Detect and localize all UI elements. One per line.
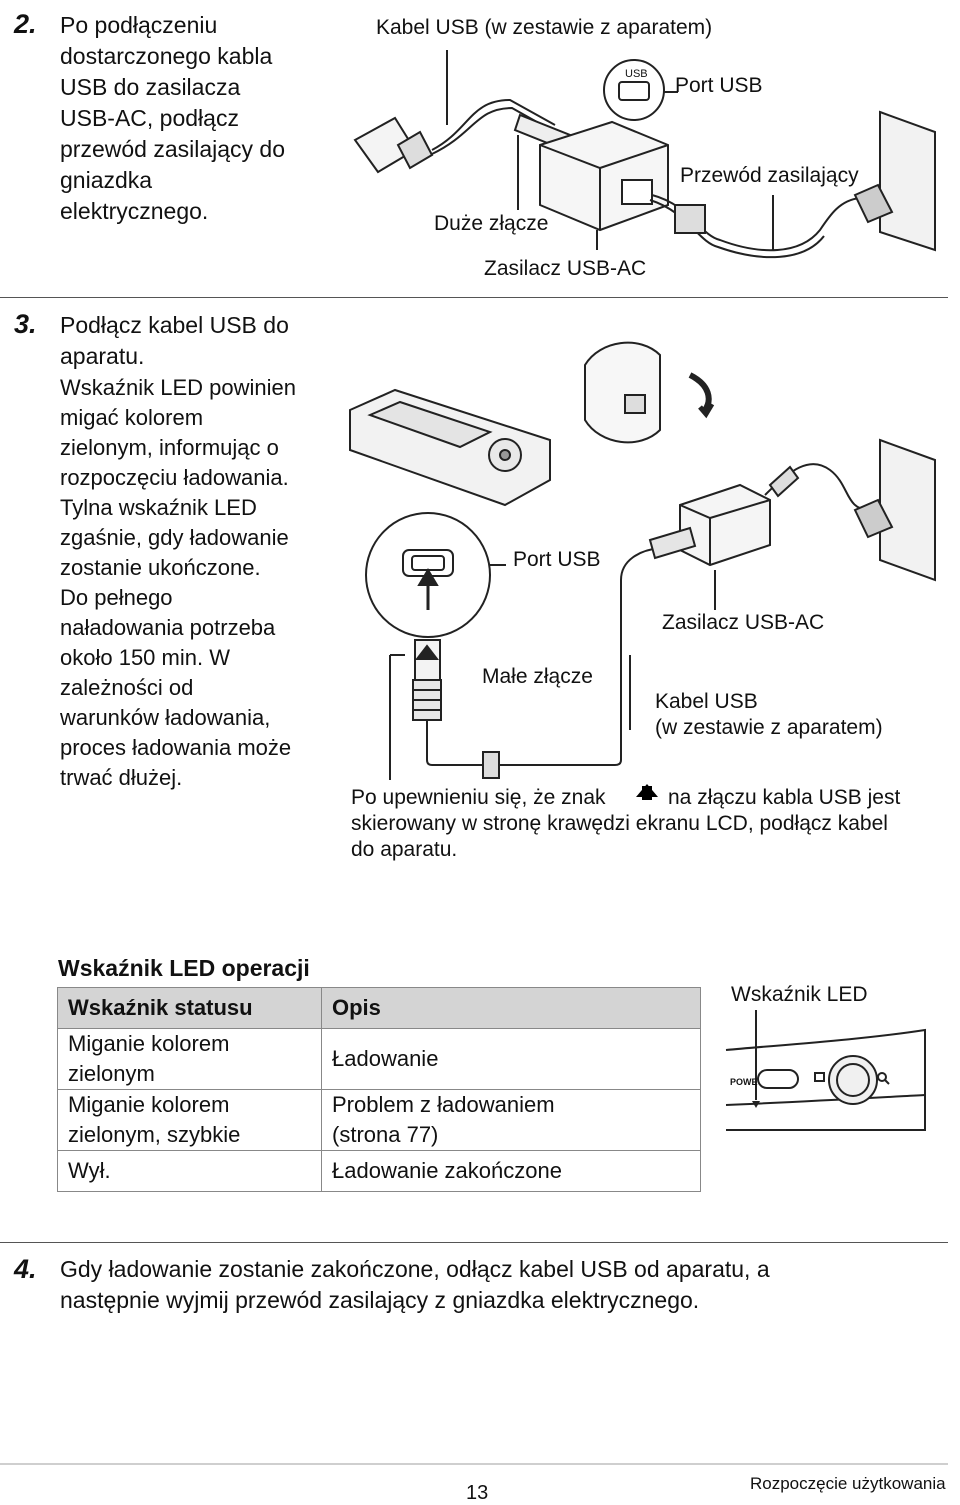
status-cell: Wył. [57,1150,322,1192]
header-status: Wskaźnik statusu [57,987,322,1029]
status-line: zielonym, szybkie [68,1122,241,1147]
detail-line: Do pełnego [60,585,173,610]
detail-line: Tylna wskaźnik LED [60,495,257,520]
step-3-line: Podłącz kabel USB do [60,312,289,338]
detail-line: zielonym, informując o [60,435,279,460]
detail-line: zostanie ukończone. [60,555,261,580]
header-description: Opis [321,987,701,1029]
camera-top-illustration [725,1010,926,1131]
detail-line: około 150 min. W [60,645,230,670]
status-cell: Miganie kolorem zielonym [57,1028,322,1090]
step-3-number: 3. [14,309,37,339]
detail-line: zależności od [60,675,194,700]
camera-usb-port-label: Port USB [513,548,601,571]
usb-port-label: Port USB [675,74,763,97]
status-line: Miganie kolorem [68,1092,230,1117]
step-3-text: Podłącz kabel USB do aparatu. [60,310,289,372]
step-4-number: 4. [14,1254,37,1284]
step-4-line: następnie wyjmij przewód zasilający z gn… [60,1287,700,1313]
step-4-line: Gdy ładowanie zostanie zakończone, odłąc… [60,1256,770,1282]
description-line: (strona 77) [332,1122,439,1147]
usb-cable-label: Kabel USB (w zestawie z aparatem) [376,16,713,39]
status-cell: Miganie kolorem zielonym, szybkie [57,1089,322,1151]
detail-line: zgaśnie, gdy ładowanie [60,525,289,550]
section-divider [0,297,948,298]
description-line: Ładowanie zakończone [332,1158,562,1183]
step-2-text: Po podłączeniu dostarczonego kabla USB d… [60,10,285,227]
step-2-number: 2. [14,9,37,39]
note-line-3: do aparatu. [351,838,458,861]
small-plug-label: Małe złącze [482,665,593,688]
description-cell: Ładowanie zakończone [321,1150,701,1192]
table-row: Wył. Ładowanie zakończone [57,1150,701,1192]
description-cell: Problem z ładowaniem (strona 77) [321,1089,701,1151]
footer-rule [0,1463,948,1465]
camera-adapter-label: Zasilacz USB-AC [662,611,825,634]
step-3-line: aparatu. [60,343,145,369]
status-line: Miganie kolorem [68,1031,230,1056]
description-cell: Ładowanie [321,1028,701,1090]
camera-connection-diagram [349,341,936,800]
step-4-text: Gdy ładowanie zostanie zakończone, odłąc… [60,1254,770,1316]
table-row: Miganie kolorem zielonym, szybkie Proble… [57,1089,701,1151]
detail-line: Wskaźnik LED powinien [60,375,296,400]
camera-cable-label-1: Kabel USB [655,690,758,713]
detail-line: proces ładowania może [60,735,292,760]
detail-line: migać kolorem [60,405,204,430]
table-row: Miganie kolorem zielonym Ładowanie [57,1028,701,1090]
section-divider [0,1242,948,1243]
usb-badge-text: USB [625,68,648,80]
arrow-up-icon [636,784,658,800]
step-3-details: Wskaźnik LED powinien migać kolorem ziel… [60,373,296,793]
large-plug-label: Duże złącze [434,212,549,235]
status-line: zielonym [68,1061,155,1086]
note-line-1b: na złączu kabla USB jest [668,786,901,809]
step-2-line: USB do zasilacza [60,74,241,100]
step-2-line: Po podłączeniu [60,12,218,38]
camera-cable-label-2: (w zestawie z aparatem) [655,716,883,739]
step-2-line: USB-AC, podłącz [60,105,239,131]
step-2-line: przewód zasilający do [60,136,286,162]
detail-line: trwać dłużej. [60,765,183,790]
detail-line: naładowania potrzeba [60,615,276,640]
status-line: Wył. [68,1158,111,1183]
description-line: Problem z ładowaniem [332,1092,555,1117]
page-number: 13 [466,1482,489,1504]
led-indicator-label: Wskaźnik LED [731,983,868,1006]
note-line-1a: Po upewnieniu się, że znak [351,786,606,809]
led-status-table: Wskaźnik statusu Opis Miganie kolorem zi… [57,987,701,1192]
table-header-row: Wskaźnik statusu Opis [57,987,701,1029]
description-line: Ładowanie [332,1046,439,1071]
power-cord-label: Przewód zasilający [680,164,859,187]
note-line-2: skierowany w stronę krawędzi ekranu LCD,… [351,812,888,835]
step-2-line: gniazdka [60,167,153,193]
detail-line: warunków ładowania, [60,705,271,730]
led-section-title: Wskaźnik LED operacji [58,955,310,981]
step-2-line: elektrycznego. [60,198,209,224]
adapter-label: Zasilacz USB-AC [484,257,647,280]
section-name: Rozpoczęcie użytkowania [750,1474,946,1493]
step-2-line: dostarczonego kabla [60,43,273,69]
usb-adapter-connection-diagram [353,50,936,259]
detail-line: rozpoczęciu ładowania. [60,465,289,490]
camera-power-text: POWE [730,1077,758,1087]
